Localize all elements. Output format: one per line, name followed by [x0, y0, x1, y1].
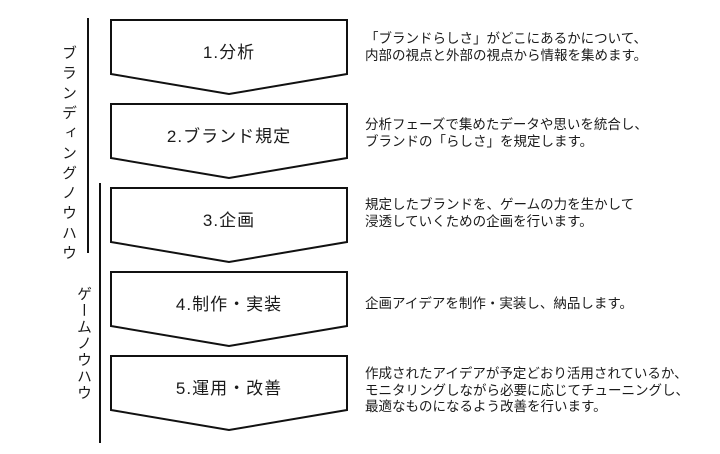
group-label-branding: ブランディングノウハウ	[60, 45, 77, 265]
step-2: 2.ブランド規定	[110, 103, 348, 179]
step-1-description: 「ブランドらしさ」がどこにあるかについて、 内部の視点と外部の視点から情報を集め…	[365, 31, 648, 63]
step-1-label: 1.分析	[202, 43, 256, 62]
step-4-label: 4.制作・実装	[175, 295, 283, 314]
group-label-game: ゲームノウハウ	[75, 286, 92, 402]
step-2-description: 分析フェーズで集めたデータや思いを統合し、 ブランドの「らしさ」を規定します。	[365, 117, 648, 149]
step-5-description: 作成されたアイデアが予定どおり活用されているか、 モニタリングしながら必要に応じ…	[365, 366, 689, 414]
step-4: 4.制作・実装	[110, 271, 348, 347]
game-group-line	[99, 183, 101, 443]
step-2-label: 2.ブランド規定	[166, 127, 292, 146]
branding-group-line	[87, 18, 89, 253]
step-4-description: 企画アイデアを制作・実装し、納品します。	[365, 296, 633, 311]
step-3: 3.企画	[110, 187, 348, 263]
step-5: 5.運用・改善	[110, 355, 348, 431]
step-1: 1.分析	[110, 19, 348, 95]
step-3-description: 規定したブランドを、ゲームの力を生かして 浸透していくための企画を行います。	[365, 197, 635, 229]
chevron-box-icon	[110, 187, 348, 263]
chevron-box-icon	[110, 103, 348, 179]
chevron-box-icon	[110, 271, 348, 347]
chevron-box-icon	[110, 19, 348, 95]
step-3-label: 3.企画	[202, 211, 256, 230]
chevron-box-icon	[110, 355, 348, 431]
step-5-label: 5.運用・改善	[175, 379, 283, 398]
